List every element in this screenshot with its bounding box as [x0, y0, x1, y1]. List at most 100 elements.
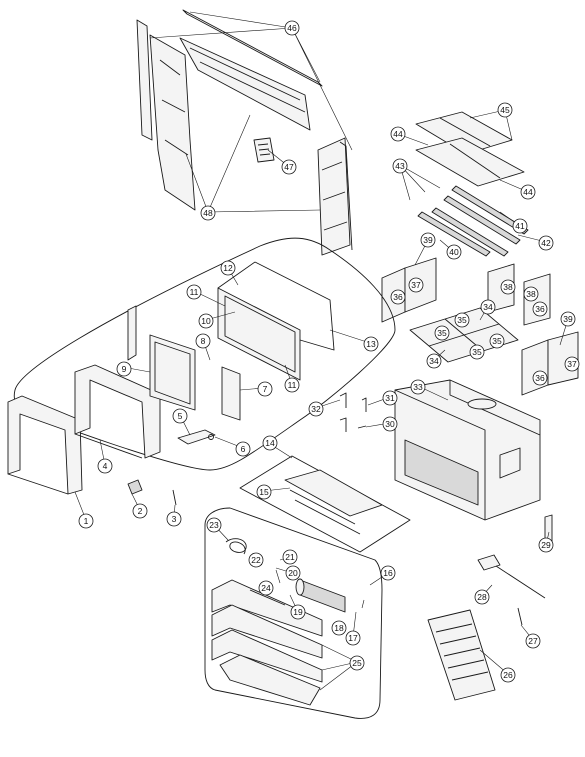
callout-label: 29	[541, 540, 551, 550]
callout-label: 23	[209, 520, 219, 530]
callout-label: 14	[265, 438, 275, 448]
callout-label: 13	[366, 339, 376, 349]
callout-c31: 31	[382, 390, 398, 406]
callout-label: 32	[311, 404, 321, 414]
callout-label: 11	[288, 380, 297, 390]
callout-c30: 30	[382, 416, 398, 432]
callout-label: 5	[178, 411, 183, 421]
callout-c44a: 44	[390, 126, 406, 142]
callout-label: 40	[449, 247, 459, 257]
callout-c34a: 34	[480, 299, 496, 315]
callout-c24: 24	[258, 580, 274, 596]
callout-c22: 22	[248, 552, 264, 568]
callout-c41: 41	[512, 218, 528, 234]
callout-label: 6	[241, 444, 246, 454]
door-assembly-group	[7, 237, 396, 495]
callout-label: 27	[528, 636, 538, 646]
callout-label: 1	[84, 516, 89, 526]
callout-c32: 32	[308, 401, 324, 417]
callout-label: 2	[138, 506, 143, 516]
callout-c4: 4	[97, 458, 113, 474]
callout-c35a: 35	[454, 312, 470, 328]
callout-c37a: 37	[408, 277, 424, 293]
callout-c43: 43	[392, 158, 408, 174]
callout-c1: 1	[78, 513, 94, 529]
callout-label: 17	[348, 633, 358, 643]
stove-body-group	[394, 379, 541, 521]
callout-label: 19	[293, 607, 303, 617]
callout-c23: 23	[206, 517, 222, 533]
callout-label: 34	[429, 356, 439, 366]
callout-c7: 7	[257, 381, 273, 397]
callout-c27: 27	[525, 633, 541, 649]
callout-label: 38	[526, 289, 536, 299]
callout-c37b: 37	[564, 356, 580, 372]
callout-label: 31	[385, 393, 395, 403]
callout-label: 33	[413, 382, 423, 392]
callout-c3: 3	[166, 511, 182, 527]
callout-c14: 14	[262, 435, 278, 451]
callout-c36b: 36	[532, 301, 548, 317]
callout-label: 36	[535, 304, 545, 314]
callout-c33: 33	[410, 379, 426, 395]
callout-label: 38	[503, 282, 513, 292]
callout-label: 35	[437, 328, 447, 338]
callout-c34b: 34	[426, 353, 442, 369]
callout-c9: 9	[116, 361, 132, 377]
callout-c45: 45	[497, 102, 513, 118]
callout-label: 25	[352, 658, 362, 668]
callout-label: 11	[190, 287, 199, 297]
callout-label: 35	[492, 336, 502, 346]
callout-c38b: 38	[523, 286, 539, 302]
callout-c36c: 36	[532, 370, 548, 386]
callout-c16: 16	[380, 565, 396, 581]
callout-c18: 18	[331, 620, 347, 636]
callout-label: 9	[122, 364, 127, 374]
callout-c2: 2	[132, 503, 148, 519]
callout-label: 36	[535, 373, 545, 383]
callout-c6: 6	[235, 441, 251, 457]
callout-c29: 29	[538, 537, 554, 553]
callout-c19: 19	[290, 604, 306, 620]
callout-c12: 12	[220, 260, 236, 276]
blower-group	[204, 507, 383, 719]
callout-label: 44	[393, 129, 403, 139]
callout-c35b: 35	[434, 325, 450, 341]
callout-label: 37	[411, 280, 421, 290]
callout-label: 4	[103, 461, 108, 471]
callout-label: 26	[503, 670, 513, 680]
callout-label: 36	[393, 292, 403, 302]
callout-c15: 15	[256, 484, 272, 500]
callout-c40: 40	[446, 244, 462, 260]
callout-label: 21	[285, 552, 295, 562]
callout-label: 3	[172, 514, 177, 524]
callout-label: 39	[423, 235, 433, 245]
callout-c11a: 11	[186, 284, 202, 300]
callout-label: 35	[472, 347, 482, 357]
callout-c35d: 35	[469, 344, 485, 360]
callout-label: 30	[385, 419, 395, 429]
callout-label: 22	[251, 555, 261, 565]
callout-label: 44	[523, 187, 533, 197]
callout-label: 15	[259, 487, 269, 497]
callout-label: 35	[457, 315, 467, 325]
callout-c38a: 38	[500, 279, 516, 295]
callout-c47: 47	[281, 159, 297, 175]
callout-c5: 5	[172, 408, 188, 424]
callout-label: 48	[203, 208, 213, 218]
small-parts-group	[127, 392, 553, 701]
callout-c36a: 36	[390, 289, 406, 305]
callout-label: 8	[201, 336, 206, 346]
callout-label: 43	[395, 161, 405, 171]
callout-label: 34	[483, 302, 493, 312]
callout-bubbles: 1234567891011111213141516171819202122232…	[78, 20, 580, 683]
callout-c44b: 44	[520, 184, 536, 200]
callout-c21: 21	[282, 549, 298, 565]
callout-c39b: 39	[560, 311, 576, 327]
callout-c25: 25	[349, 655, 365, 671]
callout-label: 18	[334, 623, 344, 633]
callout-label: 28	[477, 592, 487, 602]
callout-label: 12	[223, 263, 233, 273]
